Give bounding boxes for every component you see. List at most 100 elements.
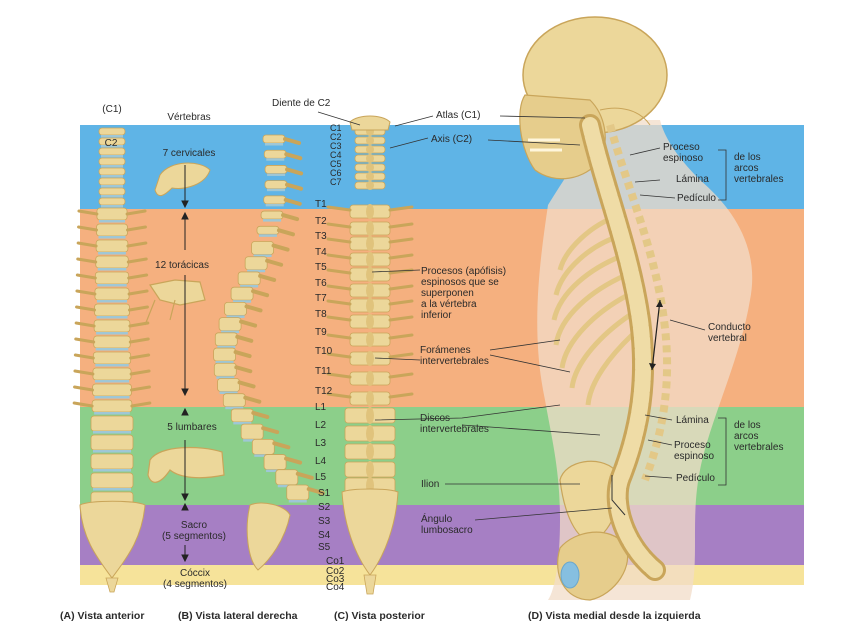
- level-label-s4: S4: [318, 530, 331, 541]
- posterior-rib-stub: [326, 315, 414, 322]
- anterior-rib-stub: [75, 289, 149, 296]
- anterior-sacrum: [79, 500, 146, 579]
- anterior-vertebra: [98, 177, 126, 186]
- arcos-top-label: de los arcos vertebrales: [734, 152, 784, 185]
- lateral-process: [243, 395, 262, 404]
- level-label-co3: Co3: [326, 574, 345, 585]
- lamina-top-label: Lámina: [676, 174, 709, 185]
- pediculo-bottom-label: Pedículo: [676, 473, 715, 484]
- lateral-process: [281, 213, 300, 222]
- spinous-process: [366, 267, 374, 282]
- spinous-process: [366, 154, 374, 163]
- c2-label: C2: [104, 138, 118, 149]
- level-label-t12: T12: [315, 386, 333, 397]
- anterior-vertebra: [90, 434, 134, 451]
- anterior-disc: [93, 488, 131, 491]
- lateral-vertebra: [262, 134, 286, 144]
- anterior-rib-stub: [73, 369, 151, 376]
- lateral-disc: [219, 391, 238, 394]
- level-label-t11: T11: [315, 366, 332, 377]
- lateral-process: [244, 304, 263, 313]
- c1-label: (C1): [102, 104, 122, 115]
- anterior-vertebra: [90, 472, 134, 489]
- lateral-vertebra: [217, 378, 240, 392]
- anterior-vertebra: [92, 351, 132, 365]
- level-label-t2: T2: [315, 216, 327, 227]
- posterior-coccyx: [363, 574, 377, 595]
- anterior-vertebra: [95, 255, 129, 269]
- axis-label: Axis (C2): [431, 134, 473, 145]
- posterior-rib-stub: [326, 284, 414, 291]
- level-label-t7: T7: [315, 293, 327, 304]
- procesos-label: Procesos (apófisis) espinosos que se sup…: [421, 266, 507, 321]
- anterior-disc: [98, 252, 126, 255]
- lateral-disc: [216, 376, 235, 379]
- anterior-disc: [94, 380, 130, 383]
- anterior-disc: [101, 145, 123, 148]
- lumbar-vertebra-icon: [147, 446, 225, 483]
- posterior-rib-stub: [326, 392, 414, 399]
- level-label-l1: L1: [315, 402, 327, 413]
- level-label-l4: L4: [315, 456, 327, 467]
- lateral-disc: [221, 330, 240, 334]
- level-label-c3: C3: [330, 141, 342, 151]
- spinous-process: [366, 163, 374, 172]
- region-arrows: [181, 165, 189, 563]
- spinous-process: [366, 172, 374, 181]
- anterior-disc: [97, 268, 127, 271]
- anterior-vertebra: [94, 303, 130, 317]
- lateral-sacrum: [246, 502, 291, 571]
- lateral-process: [295, 471, 314, 480]
- level-label-c5: C5: [330, 159, 342, 169]
- lateral-vertebra: [275, 469, 299, 486]
- level-label-c2: C2: [330, 132, 342, 142]
- spinous-process: [366, 351, 374, 366]
- anterior-rib-stub: [77, 225, 147, 232]
- level-label-co1: Co1: [326, 556, 345, 567]
- lateral-disc: [266, 469, 285, 473]
- lateral-vertebra: [251, 241, 274, 255]
- anterior-rib-stub: [76, 241, 148, 248]
- posterior-rib-stub: [326, 237, 414, 244]
- anterior-disc: [101, 185, 123, 188]
- anterior-rib-stub: [76, 257, 148, 264]
- lateral-vertebra: [240, 423, 264, 440]
- posterior-rib-stub: [326, 372, 414, 379]
- proceso-espinoso-top-label: Proceso espinoso: [663, 142, 704, 164]
- anterior-rib-stub: [75, 273, 149, 280]
- anterior-disc: [96, 332, 128, 335]
- spinous-process: [366, 461, 374, 478]
- lateral-process: [261, 426, 280, 435]
- ilion-label: Ilion: [421, 479, 440, 490]
- arcos-bottom-label: de los arcos vertebrales: [734, 420, 784, 453]
- anterior-vertebra: [98, 157, 126, 166]
- level-label-c7: C7: [330, 177, 342, 187]
- medial-view-figure: [519, 16, 753, 601]
- anterior-rib-stub: [73, 385, 151, 392]
- anterior-disc: [93, 431, 131, 434]
- posterior-rib-stub: [326, 205, 414, 212]
- conducto-label: Conducto vertebral: [708, 322, 751, 344]
- level-label-co4: Co4: [326, 582, 345, 593]
- anterior-disc: [97, 284, 127, 287]
- lateral-process: [283, 197, 302, 206]
- thoracic-vertebra-icon: [144, 279, 206, 326]
- lateral-process: [251, 410, 270, 419]
- anterior-vertebra: [98, 167, 126, 176]
- lateral-spine: [213, 134, 325, 571]
- level-label-s1: S1: [318, 488, 331, 499]
- lateral-disc: [254, 454, 273, 457]
- lateral-vertebra: [286, 484, 310, 501]
- lateral-process: [234, 365, 253, 374]
- lateral-disc: [266, 158, 285, 161]
- anterior-disc: [94, 412, 130, 415]
- anterior-vertebra: [98, 147, 126, 156]
- anterior-vertebra: [96, 223, 128, 237]
- anterior-vertebra: [98, 187, 126, 196]
- cervical-vertebra-icon: [154, 162, 211, 197]
- posterior-rib-stub: [326, 222, 414, 229]
- lateral-disc: [265, 143, 283, 146]
- caption-anterior: (A) Vista anterior: [60, 610, 145, 622]
